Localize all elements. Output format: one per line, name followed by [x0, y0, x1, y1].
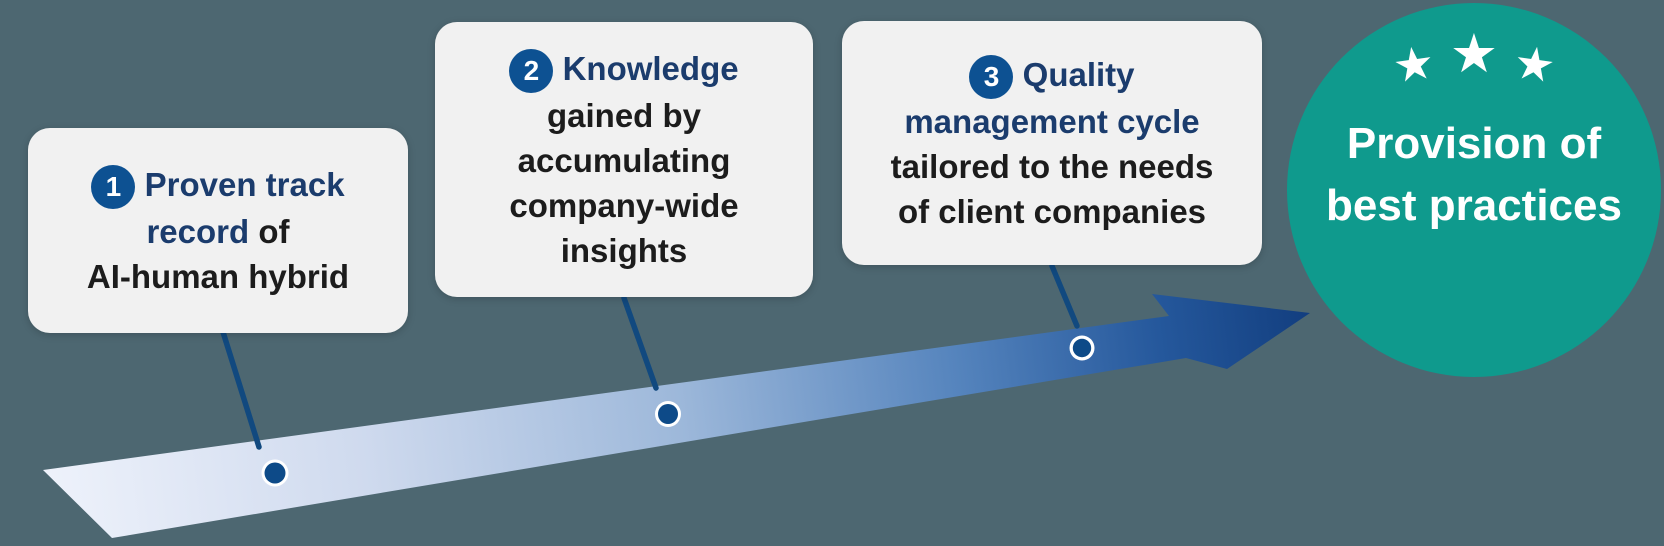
step-3-title: Quality	[1022, 56, 1135, 94]
step-card-2: 2 Knowledge gained by accumulating compa…	[435, 22, 813, 297]
stars-row: ★ ★ ★	[1388, 22, 1560, 99]
step-1-title: Proven track	[144, 166, 345, 204]
connector-line-2	[621, 295, 659, 391]
step-card-1: 1 Proven track record of AI-human hybrid	[28, 128, 408, 333]
step-1-text-cont: AI-human hybrid	[86, 257, 350, 295]
step-card-3: 3 Quality management cycle tailored to t…	[842, 21, 1262, 265]
connector-line-3	[1049, 263, 1080, 329]
step-3-title-cont: management cycle	[904, 102, 1200, 140]
star-icon: ★	[1388, 34, 1438, 94]
step-2-text: gained by	[546, 96, 702, 134]
step-1-badge: 1	[91, 164, 136, 209]
step-3-badge: 3	[969, 54, 1014, 99]
milestone-dot-1	[261, 459, 289, 487]
step-3-text: tailored to the needs	[890, 147, 1214, 185]
step-1-text: of	[258, 212, 290, 250]
star-icon: ★	[1449, 22, 1499, 85]
step-3-text: of client companies	[897, 192, 1207, 230]
step-2-title: Knowledge	[562, 50, 739, 88]
milestone-dot-2	[655, 401, 681, 427]
star-icon: ★	[1510, 34, 1560, 94]
step-2-text: company-wide	[509, 186, 739, 224]
step-2-text: accumulating	[517, 141, 731, 179]
milestone-dot-3	[1069, 335, 1095, 361]
connector-line-1	[215, 313, 262, 450]
step-2-text: insights	[560, 231, 688, 269]
goal-label: Provision of best practices	[1326, 119, 1622, 230]
step-2-badge: 2	[509, 48, 554, 93]
goal-circle: ★ ★ ★ Provision of best practices	[1287, 3, 1661, 377]
step-1-title-cont: record	[146, 212, 250, 250]
